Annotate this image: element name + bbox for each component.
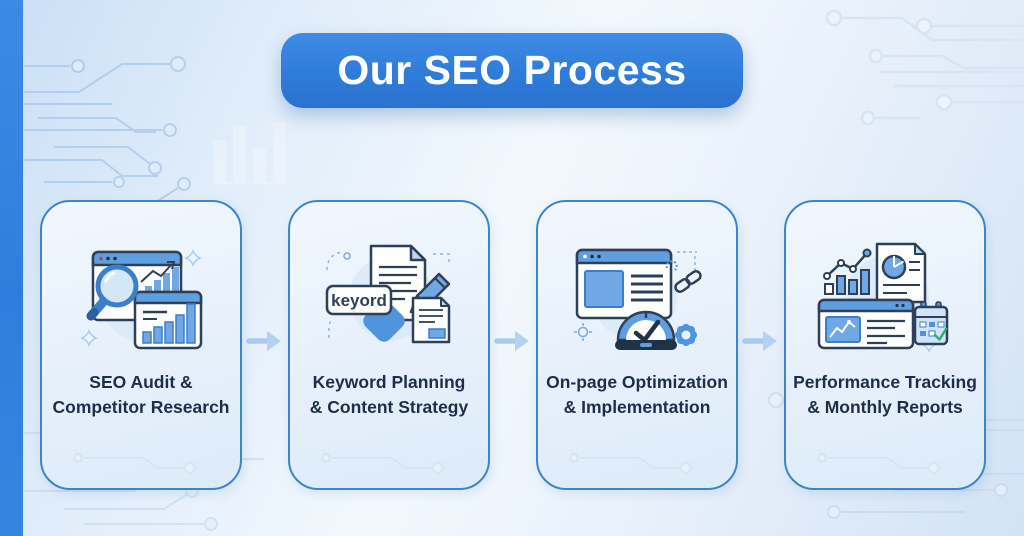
keyword-tag xyxy=(325,284,393,316)
arrow-right-icon xyxy=(246,331,281,351)
growth-chart-icon xyxy=(823,248,872,295)
card-circuit-decoration xyxy=(321,453,444,474)
step-label-line1: SEO Audit & xyxy=(89,372,193,392)
sparkle-icon xyxy=(79,328,99,348)
step-card-onpage-optimization: On-page Optimization & Implementation xyxy=(536,200,738,490)
keyword-planning-illustration: keyord xyxy=(321,240,457,356)
step-label-line2: & Implementation xyxy=(563,397,711,417)
bar-chart-watermark xyxy=(213,122,289,185)
keyword-tag-text: keyord xyxy=(331,291,387,310)
step-label-seo-audit: SEO Audit & Competitor Research xyxy=(42,370,240,420)
step-label-line2: Competitor Research xyxy=(52,397,230,417)
step-label-onpage-optimization: On-page Optimization & Implementation xyxy=(538,370,736,420)
step-label-line2: & Monthly Reports xyxy=(807,397,963,417)
step-label-performance-tracking: Performance Tracking & Monthly Reports xyxy=(786,370,984,420)
arrow-right-icon xyxy=(494,331,529,351)
step-label-line1: On-page Optimization xyxy=(546,372,728,392)
onpage-optimization-illustration xyxy=(569,240,705,356)
browser-speedometer-gear-icon xyxy=(574,248,702,350)
speedometer-icon xyxy=(615,310,677,350)
step-label-line2: & Content Strategy xyxy=(309,397,469,417)
card-circuit-decoration xyxy=(817,453,940,474)
title-banner: Our SEO Process xyxy=(281,33,743,108)
magnifier-analytics-icon xyxy=(79,248,203,350)
performance-tracking-illustration xyxy=(817,240,953,356)
arrow-right-icon xyxy=(742,331,777,351)
circuit-decoration-top-right xyxy=(825,9,1024,126)
sparkle-icon xyxy=(183,248,203,268)
step-card-performance-tracking: Performance Tracking & Monthly Reports xyxy=(784,200,986,490)
step-card-keyword-planning: keyord Keyword Planning & Content Strate… xyxy=(288,200,490,490)
page-title: Our SEO Process xyxy=(337,47,687,93)
charts-report-calendar-icon xyxy=(817,242,949,353)
step-label-line1: Performance Tracking xyxy=(793,372,977,392)
left-accent-bar xyxy=(0,0,23,536)
card-circuit-decoration xyxy=(569,453,692,474)
card-circuit-decoration xyxy=(73,453,196,474)
step-label-line1: Keyword Planning xyxy=(312,372,466,392)
step-label-keyword-planning: Keyword Planning & Content Strategy xyxy=(290,370,488,420)
magnifier-lens xyxy=(95,264,139,308)
link-icon xyxy=(674,270,702,293)
step-card-seo-audit: SEO Audit & Competitor Research xyxy=(40,200,242,490)
checkmark-icon xyxy=(933,327,948,341)
seo-audit-illustration xyxy=(73,240,209,356)
calendar-icon xyxy=(913,301,949,346)
gear-icon xyxy=(674,323,698,347)
document-pencil-keyword-tag-icon: keyord xyxy=(325,244,451,344)
